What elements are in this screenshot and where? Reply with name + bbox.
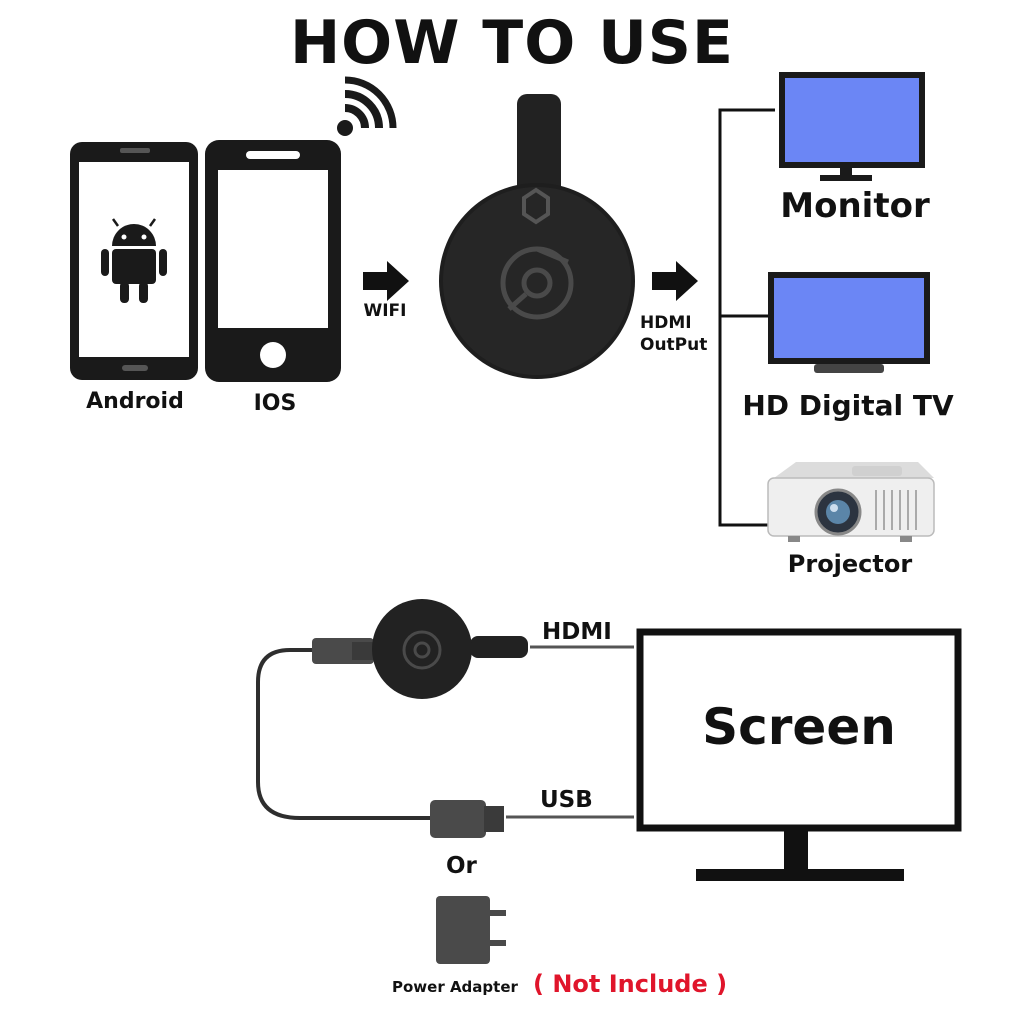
page-title: HOW TO USE bbox=[289, 8, 735, 78]
arrow-right-icon bbox=[652, 261, 698, 301]
usb-label: USB bbox=[540, 787, 593, 813]
chromecast-dongle-small-icon bbox=[312, 599, 528, 699]
wifi-label: WIFI bbox=[363, 301, 407, 321]
chrome-logo-icon bbox=[500, 246, 574, 320]
output-bracket bbox=[718, 108, 775, 527]
brand-logo-icon bbox=[522, 187, 550, 225]
ios-phone-icon bbox=[205, 140, 341, 382]
power-adapter-label: Power Adapter bbox=[392, 978, 518, 996]
chromecast-dongle-icon bbox=[439, 94, 635, 379]
monitor-icon bbox=[779, 72, 925, 181]
arrow-right-icon bbox=[363, 261, 409, 301]
not-included-note: ( Not Include ) bbox=[533, 970, 728, 998]
android-robot-icon bbox=[101, 218, 167, 303]
tv-icon bbox=[768, 272, 930, 373]
or-label: Or bbox=[446, 853, 477, 879]
hdmi-output-label-line2: OutPut bbox=[640, 335, 708, 355]
wifi-signal-icon bbox=[337, 76, 397, 136]
screen-display-icon bbox=[636, 628, 962, 881]
projector-label: Projector bbox=[787, 550, 913, 578]
hdmi-output-label-line1: HDMI bbox=[640, 313, 692, 333]
android-label: Android bbox=[86, 389, 184, 414]
monitor-label: Monitor bbox=[780, 186, 930, 226]
hdmi-label: HDMI bbox=[542, 619, 612, 645]
usb-cable bbox=[256, 648, 438, 820]
hd-tv-label: HD Digital TV bbox=[742, 389, 954, 422]
projector-icon bbox=[767, 462, 935, 542]
usb-plug-icon bbox=[430, 800, 504, 838]
screen-label: Screen bbox=[702, 698, 896, 756]
ios-label: IOS bbox=[253, 391, 297, 416]
power-adapter-icon bbox=[436, 896, 506, 964]
